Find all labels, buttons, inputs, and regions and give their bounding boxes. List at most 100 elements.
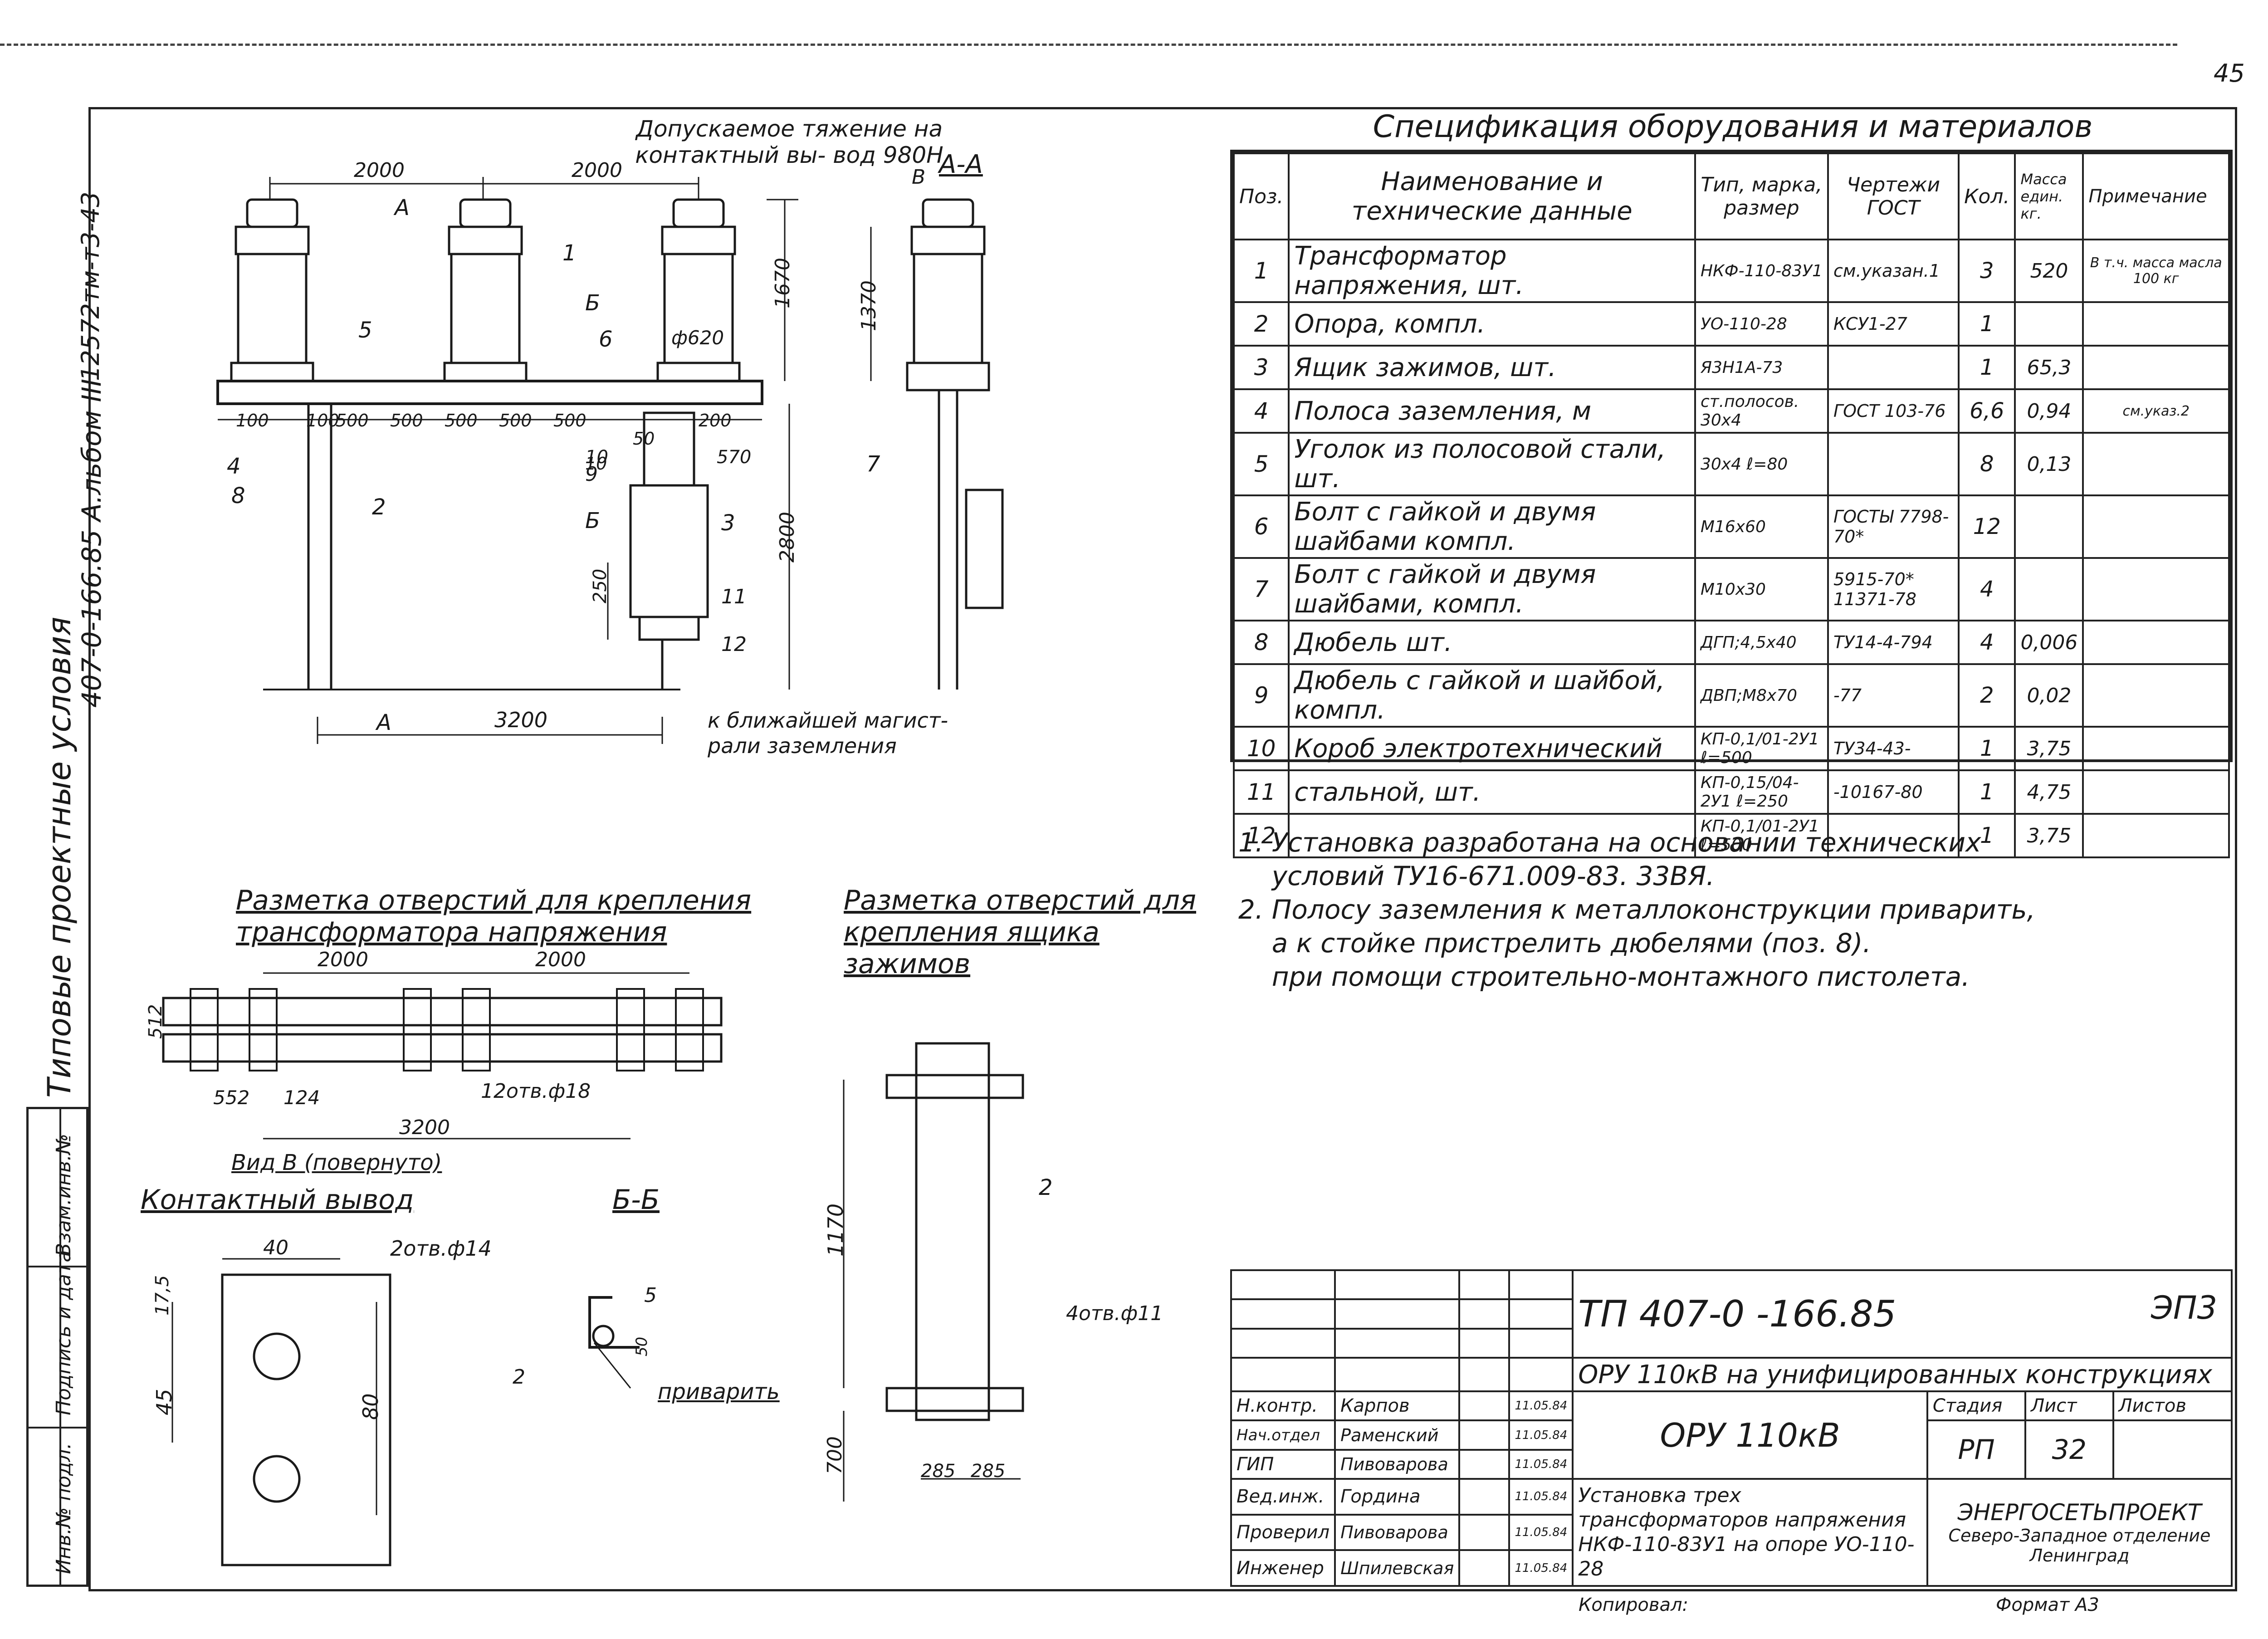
tension-annotation: Допускаемое тяжение на контактный вы- во… — [635, 116, 943, 168]
note-line-2: условий ТУ16-671.009-83. 33ВЯ. — [1238, 861, 1715, 891]
dim-bottom-500a: 500 — [336, 411, 369, 431]
view-v-dim-17-5: 17,5 — [152, 1275, 173, 1316]
spec-note: см.указ.2 — [2082, 388, 2230, 434]
tb-org-city: Ленинград — [2029, 1546, 2130, 1566]
view-v-dim-40: 40 — [263, 1236, 288, 1259]
spec-qty: 4 — [1958, 620, 2016, 665]
holes-box-dim-700: 700 — [823, 1436, 846, 1474]
dim-1370: 1370 — [857, 280, 880, 331]
holes-dim-2000b: 2000 — [535, 948, 586, 971]
spec-mass: 0,94 — [2014, 388, 2084, 434]
note-line-4: а к стойке пристрелить дюбелями (поз. 8)… — [1238, 928, 1871, 959]
spec-header-note: Примечание — [2082, 152, 2230, 240]
top-dashed-line — [0, 44, 2177, 46]
spec-header-pos: Поз. — [1232, 152, 1290, 240]
spec-gost: ТУ34-43- — [1827, 726, 1960, 771]
dim-1670: 1670 — [771, 258, 794, 308]
spec-type: М16х60 — [1694, 494, 1829, 559]
spec-pos: 9 — [1232, 663, 1290, 728]
spec-qty: 1 — [1958, 813, 2016, 858]
spec-mass: 3,75 — [2014, 726, 2084, 771]
section-bb-title: Б-Б — [612, 1184, 660, 1216]
pos-9: 9 — [585, 463, 598, 486]
spec-note — [2082, 557, 2230, 621]
spec-note — [2082, 726, 2230, 771]
holes-box-pos: 2 — [1039, 1175, 1053, 1200]
spec-header-qty: Кол. — [1958, 152, 2016, 240]
holes-transformer-title: Разметка отверстий для крепления трансфо… — [236, 885, 752, 948]
spec-qty: 8 — [1958, 432, 2016, 496]
dim-2000-a: 2000 — [354, 159, 405, 182]
spec-pos: 3 — [1232, 345, 1290, 390]
note-line-1: 1. Установка разработана на основании те… — [1238, 827, 1981, 858]
spec-title: Спецификация оборудования и материалов — [1373, 109, 2093, 145]
spec-note — [2082, 813, 2230, 858]
pos-6: 6 — [599, 327, 613, 352]
spec-name: Дюбель шт. — [1288, 620, 1696, 665]
tb-code: ТП 407-0 -166.85 — [1578, 1293, 1897, 1336]
pos-5: 5 — [358, 318, 372, 343]
spec-qty: 2 — [1958, 663, 2016, 728]
dim-bottom-100a: 100 — [236, 411, 269, 431]
spec-pos: 4 — [1232, 388, 1290, 434]
spec-pos: 12 — [1232, 813, 1290, 858]
holes-box-title: Разметка отверстий для крепления ящика з… — [844, 885, 1197, 980]
marker-v: В — [912, 166, 926, 189]
spec-mass: 65,3 — [2014, 345, 2084, 390]
transformer-1 — [230, 198, 314, 382]
pos-12: 12 — [721, 633, 747, 656]
spec-pos: 8 — [1232, 620, 1290, 665]
tb-name-1: Карпов — [1334, 1390, 1461, 1422]
view-v-holes-label: 2отв.ф14 — [390, 1236, 492, 1261]
spec-gost: ГОСТЫ 7798-70* — [1827, 494, 1960, 559]
spec-mass: 0,13 — [2014, 432, 2084, 496]
tb-date-3: 11.05.84 — [1508, 1448, 1574, 1480]
holes-dim-512: 512 — [145, 1004, 166, 1039]
drawing-frame — [88, 107, 2237, 1591]
spec-gost — [1827, 345, 1960, 390]
spec-note — [2082, 769, 2230, 815]
spec-name: Полоса заземления, м — [1288, 388, 1696, 434]
holes-box-dim-285a: 285 — [921, 1461, 956, 1482]
tb-sheet: 32 — [2024, 1419, 2114, 1480]
spec-gost — [1827, 432, 1960, 496]
dim-bottom-500b: 500 — [390, 411, 423, 431]
spec-name: Опора, компл. — [1288, 301, 1696, 347]
tb-name-6: Шпилевская — [1334, 1549, 1461, 1587]
pos-3: 3 — [721, 510, 735, 536]
spec-type: КП-0,1/01-2У1 ℓ=500 — [1694, 813, 1829, 858]
dim-50: 50 — [633, 429, 655, 449]
spec-gost: -77 — [1827, 663, 1960, 728]
tb-sheet-header: Лист — [2024, 1390, 2114, 1422]
tb-date-4: 11.05.84 — [1508, 1478, 1574, 1516]
holes-box-dim-285b: 285 — [971, 1461, 1006, 1482]
spec-note — [2082, 494, 2230, 559]
tb-role-2: Нач.отдел — [1230, 1419, 1336, 1451]
note-line-3: 2. Полосу заземления к металлоконструкци… — [1238, 894, 2035, 925]
tb-role-4: Вед.инж. — [1230, 1478, 1336, 1516]
spec-header-name: Наименование и технические данные — [1288, 152, 1696, 240]
title-block: ТП 407-0 -166.85 ЭП3 ОРУ 110кВ на унифиц… — [1230, 1269, 2233, 1587]
spec-name — [1288, 813, 1696, 858]
spec-mass: 3,75 — [2014, 813, 2084, 858]
dim-bottom-500d: 500 — [499, 411, 532, 431]
tb-name-5: Пивоварова — [1334, 1513, 1461, 1551]
spec-gost: см.указан.1 — [1827, 239, 1960, 303]
tb-role-5: Проверил — [1230, 1513, 1336, 1551]
spec-type: УО-110-28 — [1694, 301, 1829, 347]
tb-sheets-header: Листов — [2112, 1390, 2233, 1422]
marker-a-top: А — [395, 195, 410, 220]
dim-10: 10 — [585, 454, 607, 474]
tb-part: ОРУ 110кВ — [1572, 1390, 1928, 1480]
marker-b-top: Б — [585, 290, 600, 316]
spec-pos: 6 — [1232, 494, 1290, 559]
dim-570: 570 — [717, 447, 752, 468]
spec-pos: 7 — [1232, 557, 1290, 621]
spec-note — [2082, 301, 2230, 347]
